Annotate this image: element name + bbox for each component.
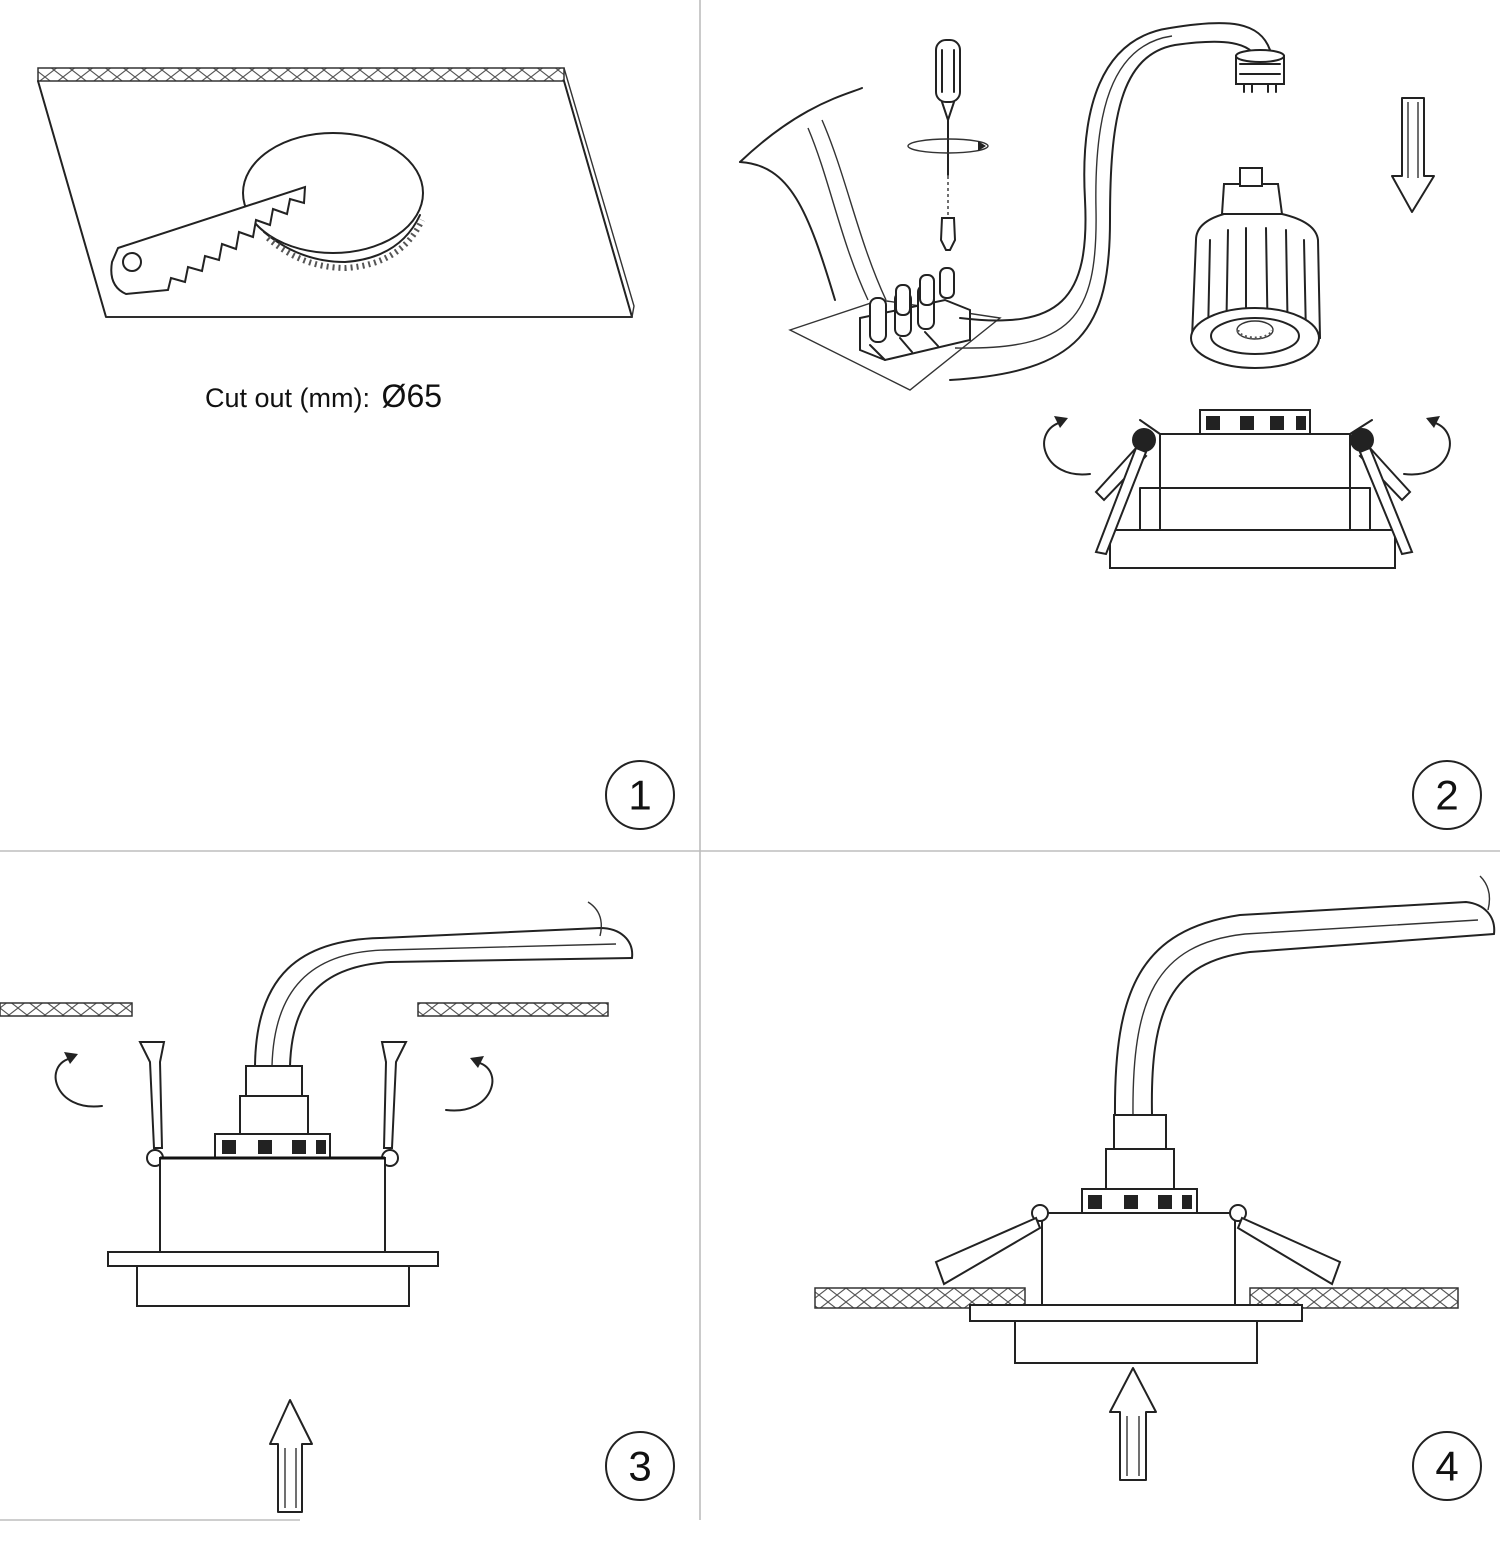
downlight-housing-step2 xyxy=(1094,409,1414,569)
screwdriver-icon xyxy=(907,39,989,251)
gu10-bulb-icon xyxy=(1190,167,1322,369)
lamp-cable xyxy=(949,22,1271,381)
lamp-cable-step3 xyxy=(254,901,634,1067)
step-number-2-text: 2 xyxy=(1435,772,1458,819)
step-1-panel: Cut out (mm): Ø65 1 xyxy=(37,67,675,830)
ceiling-board-left xyxy=(0,1002,133,1017)
cutout-disc xyxy=(242,132,425,272)
step-number-3-text: 3 xyxy=(628,1443,651,1490)
rotate-arrow-icon xyxy=(1043,416,1451,476)
cutout-caption: Cut out (mm): Ø65 xyxy=(205,378,442,414)
step-number-3: 3 xyxy=(605,1431,675,1501)
cutout-label: Cut out (mm): xyxy=(205,383,370,413)
mains-cable xyxy=(739,87,1002,391)
down-arrow-icon xyxy=(1391,97,1435,213)
step-2-panel: 2 xyxy=(739,22,1482,830)
spring-clips-step4 xyxy=(934,1204,1342,1286)
ceiling-board-right xyxy=(1249,1287,1459,1309)
saw-icon xyxy=(110,185,307,296)
cutout-value: Ø65 xyxy=(382,378,442,414)
ceiling-board xyxy=(37,67,635,318)
step-number-1-text: 1 xyxy=(628,772,651,819)
downlight-housing-step3 xyxy=(107,1065,439,1307)
up-arrow-icon xyxy=(1109,1367,1157,1481)
step-number-1: 1 xyxy=(605,760,675,830)
spring-clips-step3 xyxy=(138,1041,408,1167)
step-number-4: 4 xyxy=(1412,1431,1482,1501)
downlight-housing-step4 xyxy=(969,1114,1303,1364)
step-number-2: 2 xyxy=(1412,760,1482,830)
ceiling-board-right xyxy=(417,1002,609,1017)
step-number-4-text: 4 xyxy=(1435,1443,1458,1490)
panel-dividers xyxy=(0,0,1500,1521)
step-3-panel: 3 xyxy=(0,901,675,1513)
terminal-block-icon xyxy=(859,267,971,362)
lamp-cable-step4 xyxy=(1113,875,1496,1116)
up-arrow-icon xyxy=(269,1399,313,1513)
step-4-panel: 4 xyxy=(814,875,1496,1501)
gu10-socket-icon xyxy=(1235,49,1285,93)
rotate-arrow-icon xyxy=(54,1052,494,1112)
ceiling-board-left xyxy=(814,1287,1026,1309)
